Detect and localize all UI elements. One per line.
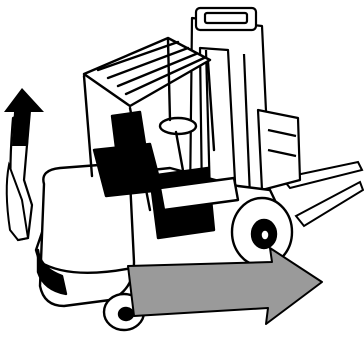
- mast-top-slot: [205, 13, 247, 23]
- overhead-guard-post-front-left: [84, 76, 92, 176]
- steering-wheel: [160, 118, 196, 134]
- curved-arrow-head: [4, 88, 44, 146]
- rear-wheel-hub: [119, 308, 133, 320]
- fork-tine-lower: [296, 182, 363, 226]
- curved-arrow-icon: [4, 88, 44, 240]
- front-wheel-hub-center: [261, 230, 269, 240]
- fork-carriage: [258, 110, 300, 190]
